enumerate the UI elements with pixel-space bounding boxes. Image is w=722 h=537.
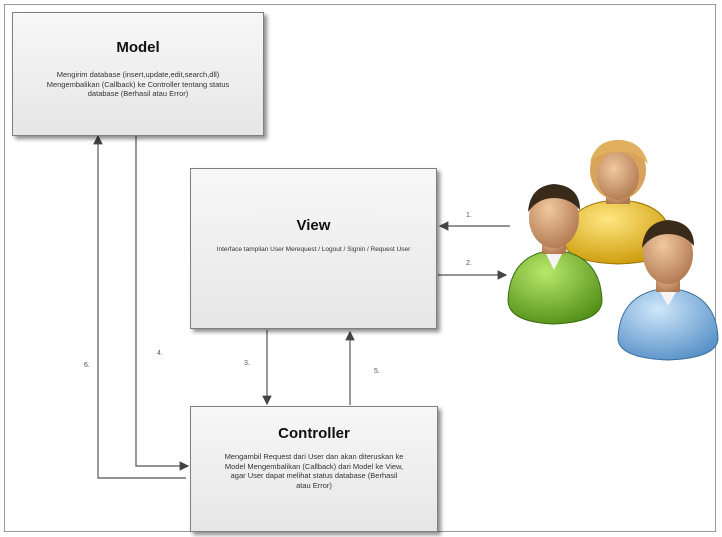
arrow-label-1: 1.	[466, 212, 472, 219]
arrow-label-5: 5.	[374, 368, 380, 375]
view-box: View Interface tampilan User Merequest /…	[190, 168, 437, 329]
model-title: Model	[116, 39, 160, 56]
arrow-model-down-controller	[135, 136, 190, 471]
user-blue-icon	[617, 220, 719, 361]
arrow-label-4: 4.	[157, 350, 163, 357]
controller-title: Controller	[278, 425, 350, 442]
model-description: Mengirim database (insert,update,edit,se…	[46, 70, 230, 98]
controller-description: Mengambil Request dari User dan akan dit…	[224, 452, 404, 490]
controller-box: Controller Mengambil Request dari User d…	[190, 406, 438, 532]
model-box: Model Mengirim database (insert,update,e…	[12, 12, 264, 136]
users-icon	[507, 140, 719, 361]
user-green-icon	[507, 184, 603, 325]
arrow-model-to-controller	[93, 134, 186, 479]
view-description: Interface tampilan User Merequest / Logo…	[216, 246, 411, 253]
arrow-label-2: 2.	[466, 260, 472, 267]
view-title: View	[296, 217, 331, 234]
arrow-label-6: 6.	[84, 362, 90, 369]
arrow-label-3: 3.	[244, 360, 250, 367]
